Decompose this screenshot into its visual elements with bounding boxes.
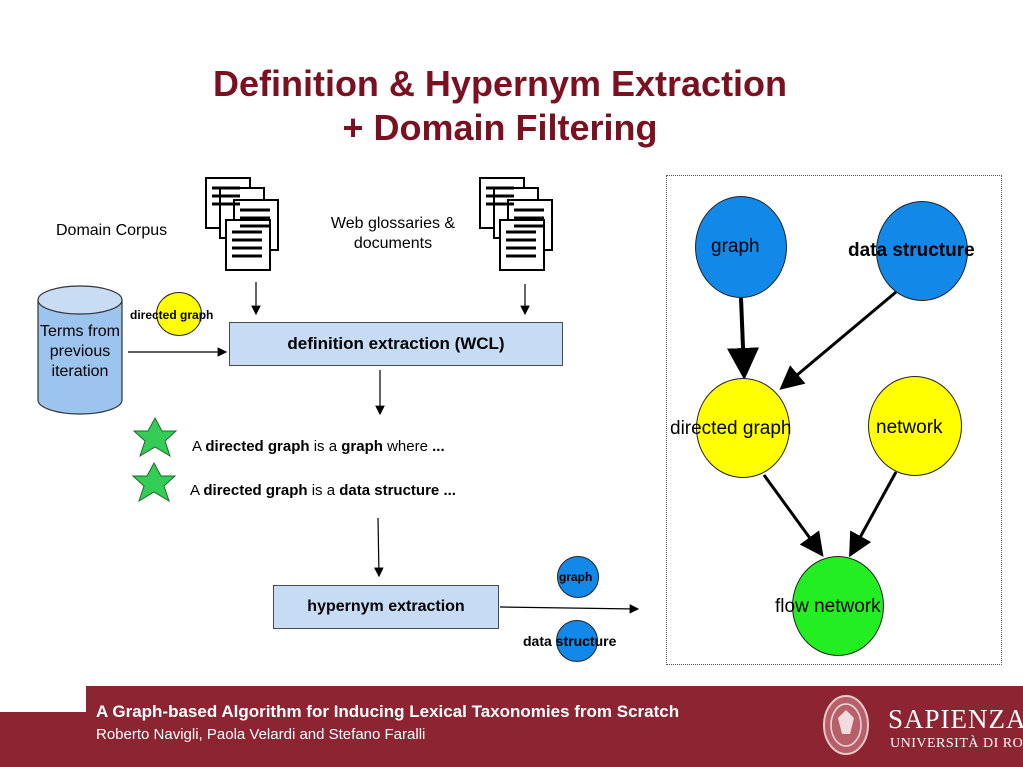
- document-stack-icon: [479, 177, 553, 271]
- definition-sentence-1: A directed graph is a graph where ...: [192, 438, 445, 455]
- node-data-structure: [876, 201, 968, 301]
- edge-flow-network-directed-graph: [762, 474, 824, 557]
- output-graph-label: graph: [559, 570, 593, 584]
- cylinder-label: Terms from previous iteration: [40, 323, 120, 380]
- edge-directed-graph-data-structure: [779, 290, 897, 390]
- title-line-2: + Domain Filtering: [342, 107, 658, 148]
- node-data-structure-label: data structure: [848, 240, 975, 261]
- node-directed-graph-label: directed graph: [670, 418, 792, 439]
- left-arrows: [128, 282, 640, 614]
- web-glossaries-label: Web glossaries & documents: [330, 215, 456, 252]
- node-network-label: network: [876, 417, 943, 438]
- hypernym-extraction-box: hypernym extraction: [273, 585, 499, 629]
- output-graph-node: [557, 556, 599, 598]
- output-data-structure-label: data structure: [523, 633, 617, 649]
- edge-directed-graph-graph: [727, 297, 760, 380]
- node-flow-network-label: flow network: [775, 596, 881, 617]
- title-line-1: Definition & Hypernym Extraction: [212, 63, 788, 104]
- terms-cylinder: [37, 285, 123, 415]
- star-icon: [131, 461, 177, 503]
- node-flow-network: [792, 556, 884, 656]
- input-term-node: [156, 292, 202, 336]
- definition-extraction-box: definition extraction (WCL): [229, 322, 563, 366]
- to-hypernym-arrow: [374, 517, 384, 578]
- star-icon: [132, 416, 178, 458]
- definition-sentence-2: A directed graph is a data structure ...: [190, 482, 456, 499]
- output-data-structure-node: [556, 620, 598, 662]
- edge-flow-network-network: [849, 471, 898, 558]
- node-graph-label: graph: [711, 236, 760, 257]
- node-network: [868, 376, 962, 476]
- node-graph: [695, 196, 787, 298]
- node-directed-graph: [696, 378, 790, 478]
- sapienza-logo-text: SAPIENZA: [888, 704, 1023, 734]
- taxonomy-edges: [727, 290, 898, 558]
- footer-authors: Roberto Navigli, Paola Velardi and Stefa…: [96, 726, 426, 743]
- document-stack-icon: [205, 177, 279, 271]
- output-arrow: [499, 604, 640, 614]
- input-term-label: directed graph: [130, 308, 214, 322]
- sapienza-seal-icon: [823, 695, 869, 755]
- domain-corpus-label: Domain Corpus: [56, 222, 168, 239]
- taxonomy-panel: [666, 175, 1002, 665]
- slide-title: Definition & Hypernym Extraction + Domai…: [0, 62, 1000, 150]
- footer-left-band: [0, 712, 86, 767]
- sapienza-logo-subtext: UNIVERSITÀ DI ROMA: [890, 736, 1023, 751]
- footer-title: A Graph-based Algorithm for Inducing Lex…: [96, 702, 680, 721]
